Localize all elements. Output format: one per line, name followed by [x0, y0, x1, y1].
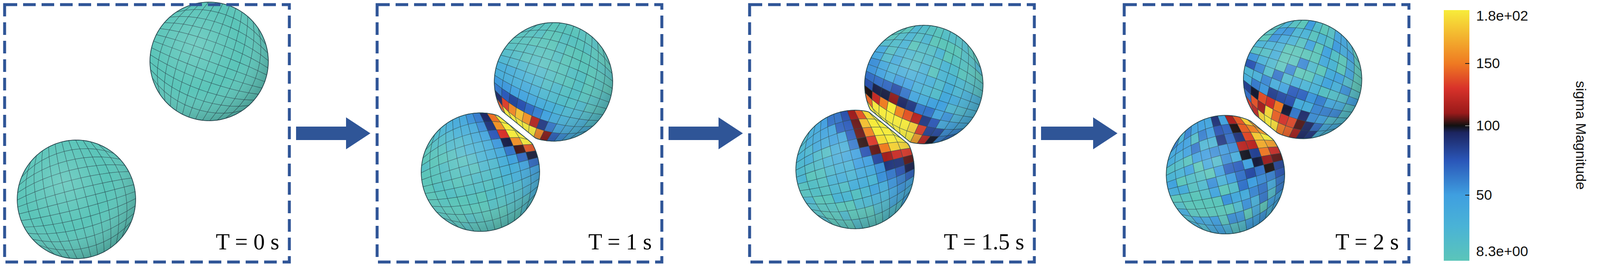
sphere: [421, 112, 540, 231]
sphere-shading: [1166, 115, 1285, 234]
sphere-outline: [795, 110, 915, 229]
flow-arrow: [668, 117, 743, 150]
time-panel: T = 1 s: [375, 2, 664, 264]
colorbar-title: sigma Magnitude: [1572, 81, 1589, 190]
colorbar-tick-label: 150: [1476, 55, 1501, 71]
flow-arrow: [296, 117, 371, 150]
colorbar-tick: [1465, 194, 1470, 196]
sphere: [494, 22, 613, 142]
colorbar-tick-label: 8.3e+00: [1476, 243, 1529, 259]
colorbar-ramp: [1443, 10, 1470, 261]
sphere: [1166, 115, 1285, 234]
dashed-frame: [747, 2, 1037, 264]
sphere-outline: [421, 112, 540, 231]
flow-arrow: [1041, 117, 1118, 150]
colorbar-tick: [1465, 125, 1470, 126]
time-panel: T = 0 s: [2, 2, 292, 264]
sphere: [1243, 20, 1362, 139]
colorbar-tick-label: 100: [1476, 117, 1501, 134]
sphere: [17, 139, 136, 259]
sphere-outline: [1166, 115, 1285, 234]
dashed-border: [377, 4, 662, 262]
dashed-frame: [1122, 2, 1411, 264]
sphere-outline: [494, 22, 613, 142]
time-label: T = 2 s: [1333, 229, 1401, 255]
colorbar-tick-label: 1.8e+02: [1476, 7, 1529, 24]
colorbar-tick: [1465, 62, 1470, 64]
dashed-border: [749, 4, 1035, 262]
colorbar: [1443, 10, 1470, 261]
sphere-outline: [17, 139, 136, 259]
colorbar-tick-label: 50: [1476, 186, 1493, 203]
sphere-meshes: [17, 2, 1362, 259]
dashed-frame: [375, 2, 664, 264]
sphere-outline: [1243, 20, 1362, 139]
sphere-outline: [149, 2, 269, 121]
dashed-frame: [2, 2, 292, 264]
sphere-shading: [1243, 20, 1362, 139]
time-panel: T = 2 s: [1122, 2, 1411, 264]
time-panel: T = 1.5 s: [747, 2, 1037, 264]
sphere-shading: [795, 110, 915, 229]
time-label: T = 0 s: [214, 229, 281, 255]
sphere: [149, 2, 269, 121]
sphere-shading: [421, 112, 540, 231]
sphere: [795, 110, 915, 229]
sphere-shading: [17, 139, 136, 259]
time-label: T = 1.5 s: [942, 229, 1026, 255]
dashed-border: [4, 4, 290, 262]
sphere-shading: [494, 22, 613, 142]
sphere-shading: [149, 2, 269, 121]
dashed-border: [1124, 4, 1409, 262]
time-label: T = 1 s: [586, 229, 654, 255]
